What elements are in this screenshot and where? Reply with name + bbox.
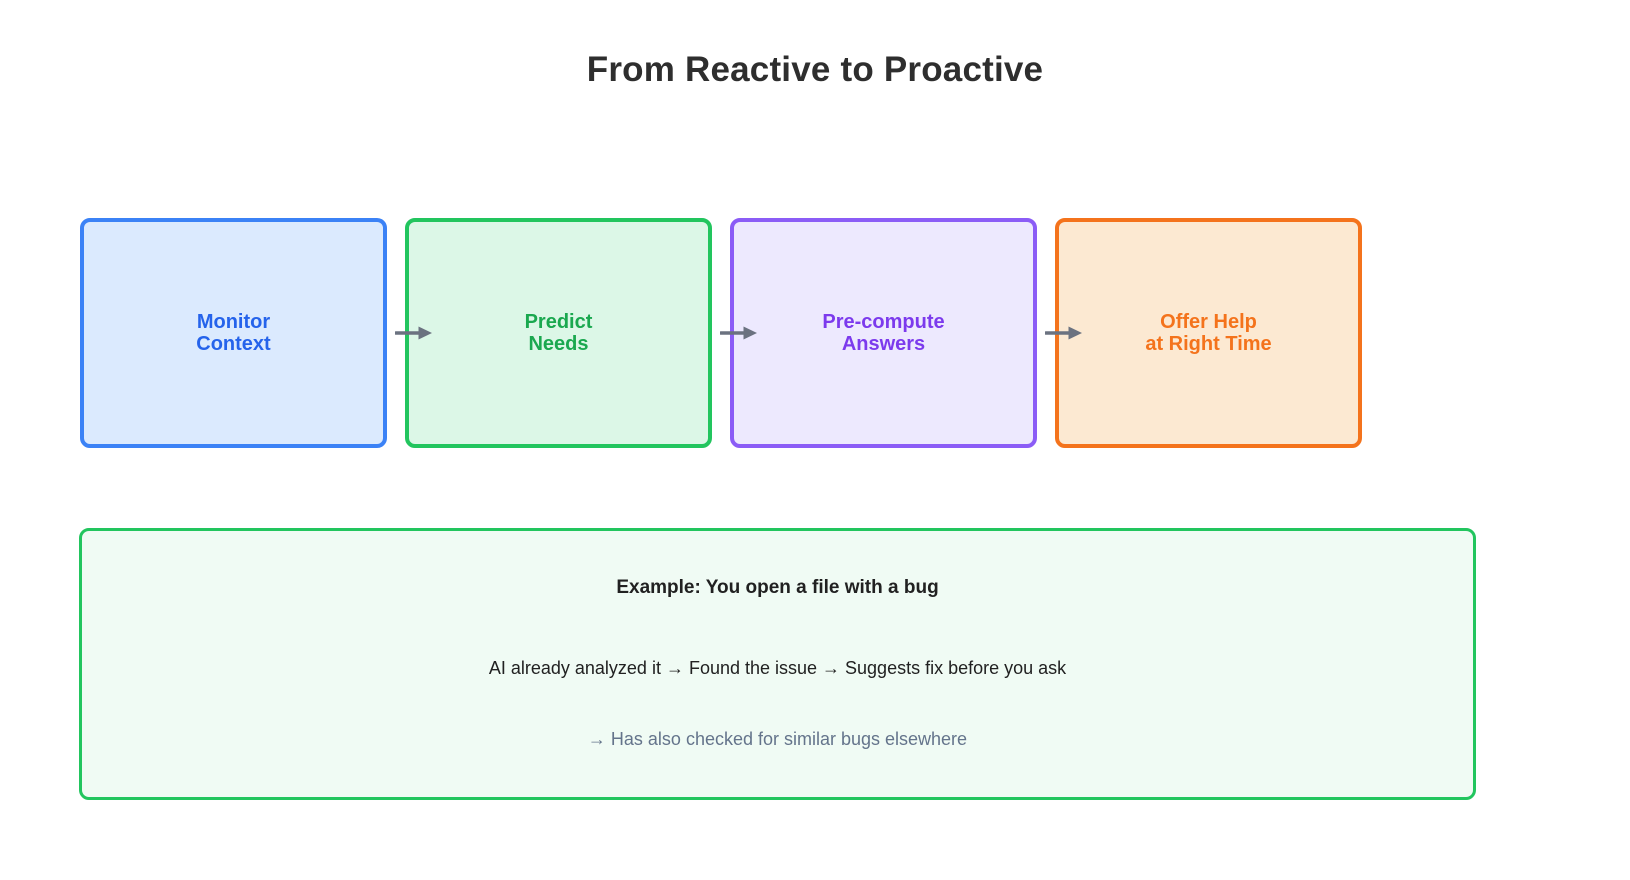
example-heading: Example: You open a file with a bug <box>616 577 939 598</box>
flow-step-label-line: at Right Time <box>1145 333 1272 355</box>
flow-step-precompute-answers: Pre-compute Answers <box>730 218 1037 448</box>
example-extra-line: → Has also checked for similar bugs else… <box>587 729 968 749</box>
example-flow-line: AI already analyzed it → Found the issue… <box>488 658 1067 678</box>
flow-step-label: Predict Needs <box>525 311 593 355</box>
flow-step-label-line: Monitor <box>196 311 271 333</box>
flow-step-predict-needs: Predict Needs <box>405 218 712 448</box>
right-arrow-icon <box>720 326 757 340</box>
flow-step-label-line: Offer Help <box>1160 311 1257 333</box>
flow-step-label: Offer Help at Right Time <box>1145 311 1271 355</box>
flow-step-offer-help: Offer Help at Right Time <box>1055 218 1362 448</box>
right-arrow-icon <box>1045 326 1082 340</box>
diagram-title: From Reactive to Proactive <box>586 50 1044 89</box>
example-box: Example: You open a file with a bug AI a… <box>79 528 1476 800</box>
flow-step-label: Pre-compute Answers <box>822 311 944 355</box>
flow-step-label: Monitor Context <box>196 311 270 355</box>
flow-step-label-line: Predict <box>524 311 593 333</box>
flow-step-label-line: Needs <box>528 333 589 355</box>
flow-step-monitor-context: Monitor Context <box>80 218 387 448</box>
right-arrow-icon <box>395 326 432 340</box>
flow-step-label-line: Context <box>196 333 271 355</box>
flow-step-label-line: Answers <box>841 333 926 355</box>
flow-step-label-line: Pre-compute <box>822 311 945 333</box>
